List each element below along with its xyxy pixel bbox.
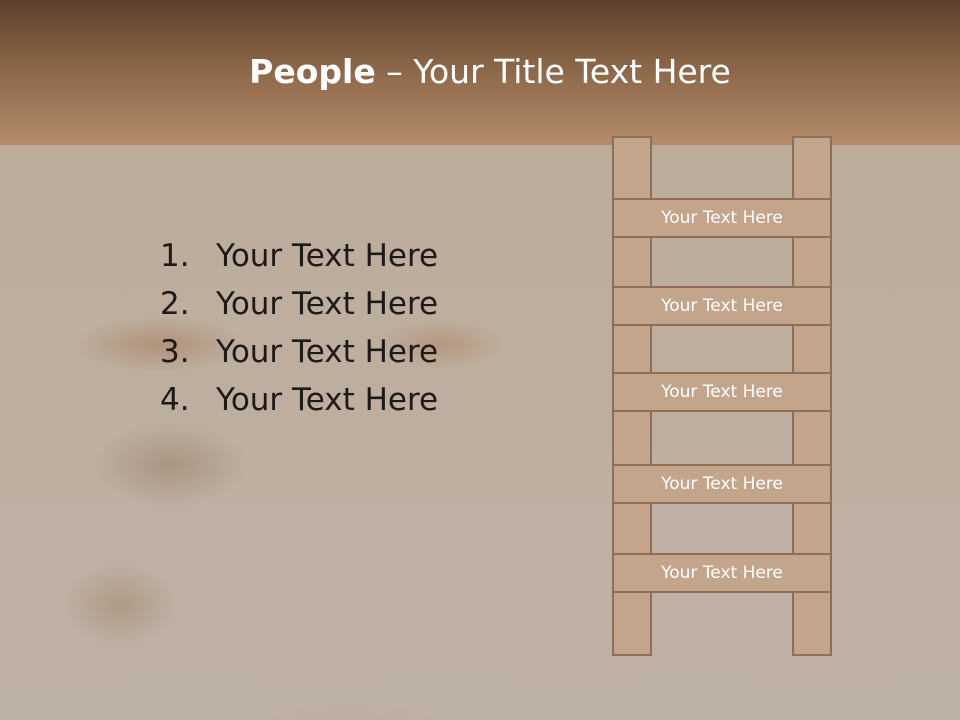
ladder-rung-5: Your Text Here [612,553,832,593]
title-rest: Your Title Text Here [413,52,731,91]
ladder-rung-3: Your Text Here [612,372,832,412]
list-item: 3. Your Text Here [160,328,438,376]
list-number: 2. [160,286,190,322]
ladder-rung-1: Your Text Here [612,198,832,238]
ladder-rung-4: Your Text Here [612,464,832,504]
list-text: Your Text Here [216,238,439,274]
list-item: 4. Your Text Here [160,376,438,424]
slide-title: People – Your Title Text Here [0,52,960,91]
list-text: Your Text Here [216,286,439,322]
list-item: 2. Your Text Here [160,280,438,328]
list-number: 1. [160,238,190,274]
numbered-list: 1. Your Text Here 2. Your Text Here 3. Your… [160,232,438,424]
title-dash: – [375,52,414,91]
title-bar: People – Your Title Text Here [0,0,960,145]
list-text: Your Text Here [216,382,439,418]
list-text: Your Text Here [216,334,439,370]
list-number: 3. [160,334,190,370]
title-bold-part: People [249,52,376,91]
list-item: 1. Your Text Here [160,232,438,280]
ladder-rung-2: Your Text Here [612,286,832,326]
list-number: 4. [160,382,190,418]
